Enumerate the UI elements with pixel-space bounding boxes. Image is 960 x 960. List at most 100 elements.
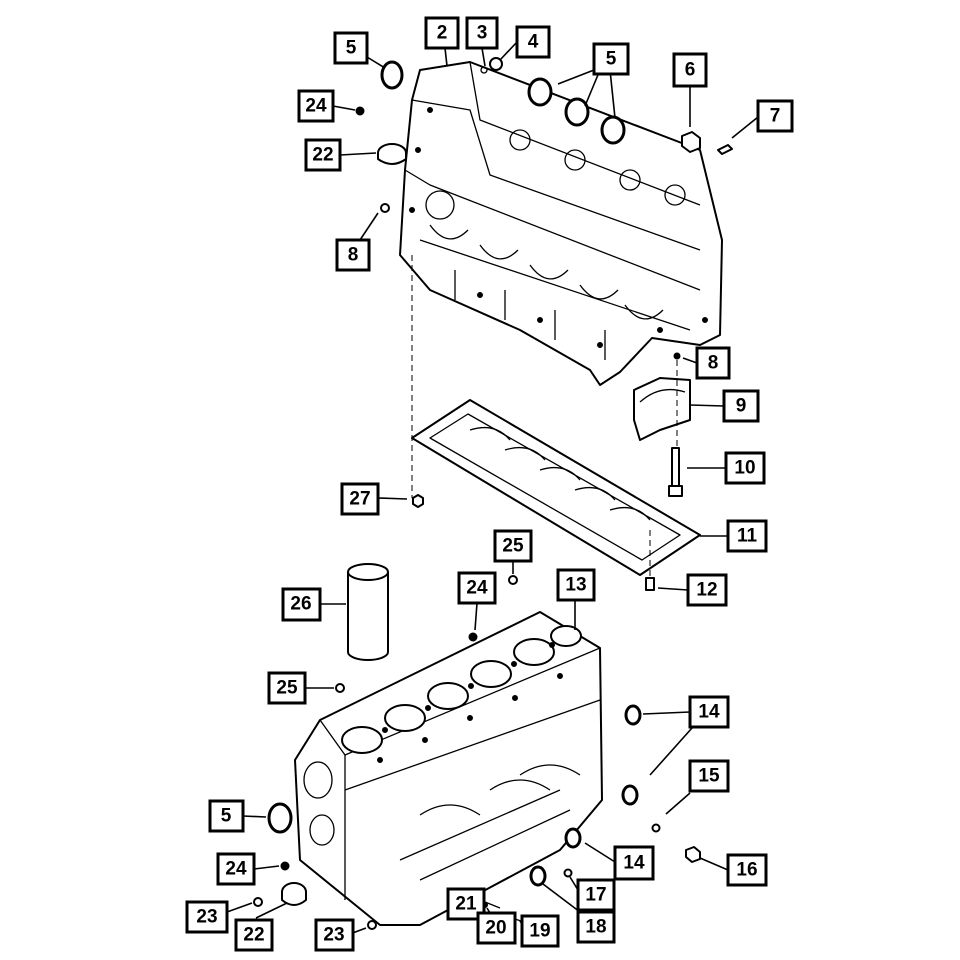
plug-17 xyxy=(563,868,573,878)
callout-19: 19 xyxy=(520,914,560,948)
plug-16 xyxy=(685,846,701,863)
callout-3-label: 3 xyxy=(477,23,488,44)
upper-block-casting xyxy=(399,61,723,386)
seal-ring-5a xyxy=(380,60,404,90)
callout-14-label: 14 xyxy=(698,702,720,723)
cup-plug-22b xyxy=(281,882,307,906)
callout-17-label: 17 xyxy=(585,885,606,906)
callout-14: 14 xyxy=(613,845,655,881)
callout-23-label: 23 xyxy=(196,907,217,928)
plug-4 xyxy=(480,57,503,74)
callout-10-label: 10 xyxy=(734,458,755,479)
callout-5: 5 xyxy=(592,42,630,76)
callout-25-label: 25 xyxy=(276,678,298,699)
callout-14-label: 14 xyxy=(623,853,645,874)
callout-10: 10 xyxy=(724,451,766,485)
callout-20-label: 20 xyxy=(485,918,506,939)
main-bearing-saddles xyxy=(429,224,664,360)
callout-26: 26 xyxy=(281,587,322,622)
callout-24-label: 24 xyxy=(466,578,488,599)
seal-ring-5e xyxy=(267,802,293,834)
callout-24-label: 24 xyxy=(305,96,327,117)
callout-8-label: 8 xyxy=(348,245,359,266)
seal-ring-14b xyxy=(621,784,639,806)
plug-25a xyxy=(508,575,518,585)
callout-15: 15 xyxy=(688,759,730,793)
callout-13: 13 xyxy=(556,568,596,602)
callout-9: 9 xyxy=(722,389,760,423)
seal-ring-5c xyxy=(564,97,590,127)
head-bolt-holes xyxy=(377,642,563,763)
callout-5: 5 xyxy=(333,31,369,65)
plug-23a xyxy=(253,897,263,907)
callout-labels: 5 2 3 4 5 6 7 24 22 8 8 9 10 27 11 25 12… xyxy=(185,16,794,952)
callout-4-label: 4 xyxy=(528,32,539,53)
callout-16: 16 xyxy=(726,853,768,887)
callout-17: 17 xyxy=(576,878,616,912)
callout-6: 6 xyxy=(672,52,708,88)
cup-plug-22a xyxy=(377,143,407,165)
callout-20: 20 xyxy=(476,911,517,945)
callout-22: 22 xyxy=(304,138,342,172)
callout-25: 25 xyxy=(267,671,307,705)
seal-ring-14c xyxy=(564,827,582,849)
camshaft-bores xyxy=(425,129,686,220)
callout-11: 11 xyxy=(726,519,768,553)
callout-8-label: 8 xyxy=(708,353,719,374)
plug-23b xyxy=(367,920,377,930)
main-bearing-cap-9 xyxy=(633,377,691,441)
callout-7-label: 7 xyxy=(770,106,781,127)
callout-18-label: 18 xyxy=(585,917,606,938)
callout-6-label: 6 xyxy=(685,60,696,81)
callout-5-label: 5 xyxy=(221,806,232,827)
callout-22-label: 22 xyxy=(312,145,333,166)
dowel-8a xyxy=(380,203,390,213)
callout-2: 2 xyxy=(424,16,460,50)
callout-24: 24 xyxy=(457,571,497,605)
callout-7: 7 xyxy=(756,99,794,133)
callout-21-label: 21 xyxy=(455,894,477,915)
plug-24a xyxy=(355,106,365,116)
cylinder-bores xyxy=(341,625,582,754)
cylinder-liner-26 xyxy=(347,563,389,661)
callout-8: 8 xyxy=(335,238,371,272)
dowel-8b xyxy=(673,352,681,360)
callout-13-label: 13 xyxy=(565,575,586,596)
callout-23: 23 xyxy=(185,900,229,934)
cap-bolt-10 xyxy=(668,447,683,497)
callout-23: 23 xyxy=(314,918,355,952)
callout-18: 18 xyxy=(576,910,616,944)
callout-14: 14 xyxy=(688,695,730,729)
callout-9-label: 9 xyxy=(736,396,747,417)
callout-12-label: 12 xyxy=(696,580,717,601)
callout-12: 12 xyxy=(686,573,728,607)
callout-26-label: 26 xyxy=(290,594,311,615)
plug-25b xyxy=(335,683,345,693)
callout-5-label: 5 xyxy=(606,49,617,70)
callout-16-label: 16 xyxy=(736,860,757,881)
callout-8: 8 xyxy=(695,346,731,380)
callout-25-label: 25 xyxy=(502,536,524,557)
callout-15-label: 15 xyxy=(698,766,720,787)
plug-6 xyxy=(681,131,701,153)
callout-27-label: 27 xyxy=(349,489,370,510)
plug-24c xyxy=(280,861,290,871)
callout-3: 3 xyxy=(465,16,499,50)
callout-24: 24 xyxy=(297,89,335,123)
callout-4: 4 xyxy=(515,25,551,59)
plug-15 xyxy=(651,823,661,833)
callout-5-label: 5 xyxy=(346,38,357,59)
cylinder-block-13 xyxy=(294,611,603,926)
callout-24: 24 xyxy=(216,852,256,886)
callout-11-label: 11 xyxy=(737,526,758,547)
bolt-12 xyxy=(645,577,655,591)
callout-2-label: 2 xyxy=(437,23,448,44)
ladder-frame-plate-11 xyxy=(411,399,701,576)
callout-27: 27 xyxy=(340,482,380,516)
seal-ring-14a xyxy=(624,704,642,726)
dowel-7 xyxy=(717,144,733,155)
seal-ring-18 xyxy=(529,865,547,887)
callout-24-label: 24 xyxy=(225,859,247,880)
callout-5: 5 xyxy=(208,799,245,833)
